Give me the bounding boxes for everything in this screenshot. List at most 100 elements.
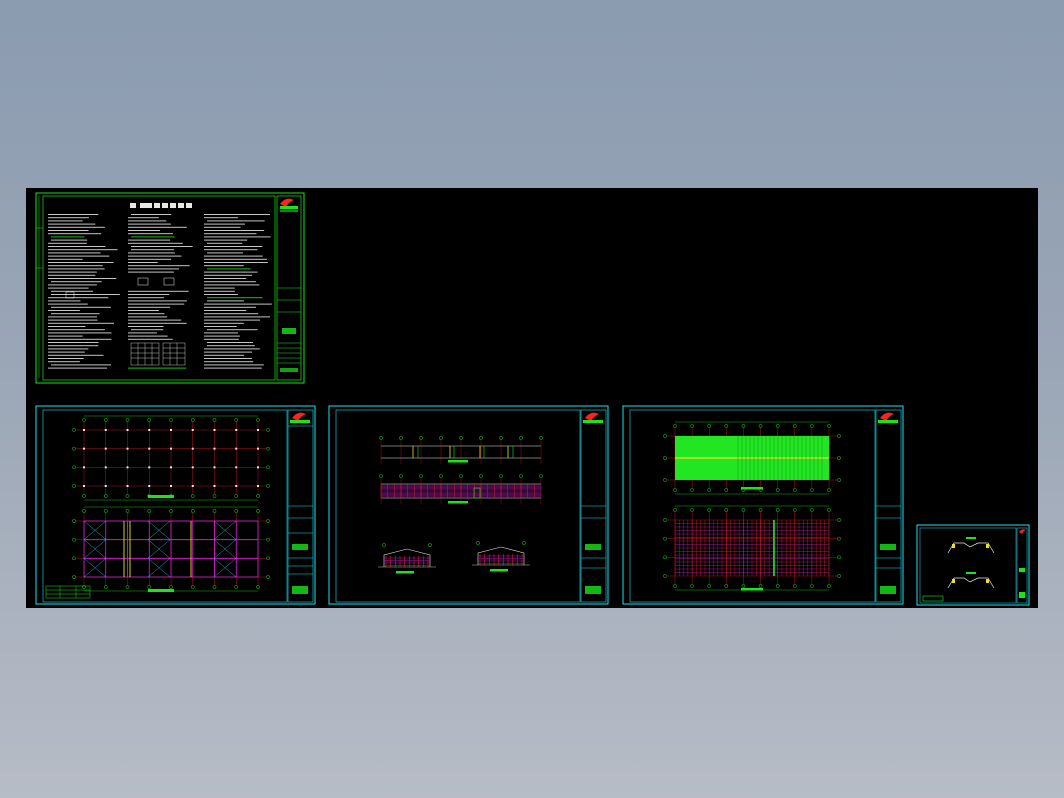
note-text-line [204, 358, 252, 359]
note-text-line [48, 220, 83, 222]
grid-bubble [690, 424, 694, 428]
note-text-line [204, 255, 263, 257]
note-text-line [204, 322, 244, 324]
title-block [276, 195, 302, 381]
grid-bubble [663, 574, 667, 578]
note-text-line [207, 242, 243, 244]
note-text-line [204, 226, 241, 228]
grid-bubble [419, 436, 423, 440]
grid-bubble [810, 584, 814, 588]
note-text-line [128, 294, 170, 295]
title-block [287, 409, 314, 603]
grid-bubble [169, 509, 173, 513]
grid-bubble [663, 555, 667, 560]
framing-plan [72, 506, 270, 592]
grid-bubble [234, 585, 239, 589]
column-mark [213, 466, 216, 469]
column-mark [170, 429, 172, 431]
front-elevation [379, 436, 543, 464]
sheet-border [35, 192, 305, 384]
bracing-line [83, 520, 107, 540]
grid-bubble [419, 474, 423, 478]
grid-bubble [266, 465, 270, 470]
note-text-line [128, 258, 172, 260]
grid-bubble [707, 424, 712, 428]
note-text-line [48, 361, 80, 363]
grid-bubble [741, 584, 746, 588]
note-text-line [48, 278, 117, 279]
note-text-line [48, 316, 98, 318]
note-text-line [204, 217, 238, 219]
grid-bubble [663, 536, 667, 541]
note-text-line [204, 338, 239, 340]
bracing-line [213, 558, 237, 578]
note-text-line [48, 342, 99, 343]
note-text-line [128, 239, 171, 241]
column-mark [235, 429, 238, 431]
column-mark [213, 429, 216, 431]
wall-purlin-plan [663, 505, 841, 591]
note-text-line [204, 249, 258, 251]
note-text-line [204, 313, 259, 315]
grid-bubble [212, 494, 217, 498]
note-text-line [204, 294, 238, 295]
column-mark [83, 466, 85, 469]
grid-bubble [72, 465, 76, 470]
note-text-line [48, 338, 112, 340]
grid-bubble [499, 436, 503, 440]
grid-bubble [234, 418, 239, 422]
grid-bubble [775, 584, 780, 588]
plan-title [741, 487, 763, 490]
detail-mark [986, 579, 989, 583]
section-outline [383, 548, 431, 567]
grid-bubble [103, 585, 108, 589]
bracing-line [83, 558, 107, 578]
plan-title [741, 588, 763, 591]
grid-bubble [837, 555, 841, 560]
sheet-details[interactable] [916, 524, 1030, 606]
grid-bubble [266, 519, 270, 523]
note-text-line [204, 319, 261, 321]
grid-bubble [837, 536, 841, 541]
grid-bubble [256, 509, 260, 513]
title-block [875, 409, 902, 603]
note-text-line [48, 246, 106, 247]
grid-bubble [266, 537, 270, 542]
note-text-line [204, 246, 263, 247]
sheet-elevations[interactable] [328, 405, 609, 605]
note-text-line [204, 284, 260, 286]
note-text-line [51, 364, 111, 366]
red-swoosh-logo-icon [292, 412, 306, 421]
drawing-canvas[interactable] [26, 188, 1038, 608]
note-text-line [207, 220, 265, 222]
sheet-column-plans[interactable] [35, 405, 316, 605]
red-swoosh-logo-icon [280, 198, 294, 207]
red-swoosh-logo-icon [880, 412, 894, 421]
grid-bubble [439, 474, 443, 478]
note-text-line [128, 271, 174, 273]
note-text-line [51, 281, 102, 283]
note-text-line [128, 233, 173, 235]
note-text-line [128, 300, 187, 302]
note-text-line [128, 367, 187, 369]
note-text-line [204, 326, 237, 327]
note-text-line [204, 306, 256, 308]
grid-bubble [266, 446, 270, 451]
grid-bubble [522, 541, 526, 545]
grid-bubble [256, 418, 260, 422]
grid-bubble [792, 508, 797, 512]
grid-bubble [147, 509, 152, 513]
note-text-line [204, 348, 260, 350]
note-text-line [131, 246, 193, 247]
detail-sketches [65, 277, 175, 299]
grid-bubble [690, 508, 694, 512]
note-text-line [48, 255, 110, 257]
grid-bubble [837, 434, 841, 438]
note-text-line [207, 345, 255, 347]
column-mark [126, 429, 129, 431]
sheet-design-notes[interactable] [35, 192, 305, 384]
grid-bubble [266, 484, 270, 488]
plan-title-lower [148, 589, 174, 592]
sheet-roof-wall-plans[interactable] [622, 405, 904, 605]
schedule-table [130, 342, 186, 366]
